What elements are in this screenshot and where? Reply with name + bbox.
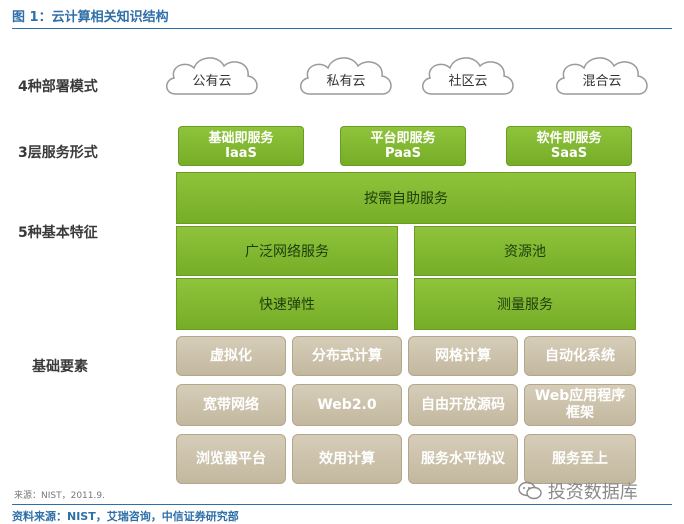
char-measured-service: 测量服务: [414, 278, 636, 330]
char-broad-network: 广泛网络服务: [176, 226, 398, 276]
cloud-hybrid: 混合云: [548, 50, 656, 106]
element-distributed-computing: 分布式计算: [292, 336, 402, 376]
char-label: 快速弹性: [259, 297, 315, 313]
service-cn-label: 软件即服务: [536, 131, 602, 146]
watermark: 投资数据库: [518, 478, 638, 504]
element-virtualization: 虚拟化: [176, 336, 286, 376]
row-label-service: 3层服务形式: [18, 145, 98, 161]
service-en-label: IaaS: [225, 146, 257, 161]
row-label-elements: 基础要素: [32, 359, 88, 375]
service-cn-label: 基础即服务: [208, 131, 274, 146]
element-open-source: 自由开放源码: [408, 384, 518, 426]
char-on-demand: 按需自助服务: [176, 172, 636, 224]
service-paas: 平台即服务 PaaS: [340, 126, 466, 166]
cloud-community: 社区云: [414, 50, 522, 106]
element-automation-system: 自动化系统: [524, 336, 636, 376]
service-en-label: SaaS: [550, 146, 588, 161]
element-utility-computing: 效用计算: [292, 434, 402, 484]
char-label: 广泛网络服务: [245, 244, 329, 260]
service-saas: 软件即服务 SaaS: [506, 126, 632, 166]
cloud-icon: [300, 57, 392, 95]
cloud-label: 社区云: [448, 74, 488, 89]
element-service-first: 服务至上: [524, 434, 636, 484]
cloud-public: 公有云: [158, 50, 266, 106]
cloud-label: 公有云: [192, 74, 232, 89]
element-broadband-network: 宽带网络: [176, 384, 286, 426]
service-iaas: 基础即服务 IaaS: [178, 126, 304, 166]
row-label-deployment: 4种部署模式: [18, 79, 98, 95]
cloud-label: 私有云: [326, 74, 366, 89]
char-resource-pool: 资源池: [414, 226, 636, 276]
source-note: 来源：NIST，2011.9.: [14, 491, 105, 501]
watermark-text: 投资数据库: [547, 482, 638, 503]
element-web20: Web2.0: [292, 384, 402, 426]
cloud-private: 私有云: [292, 50, 400, 106]
element-grid-computing: 网格计算: [408, 336, 518, 376]
footer-rule: [12, 504, 672, 505]
wechat-icon: [518, 481, 542, 500]
element-browser-platform: 浏览器平台: [176, 434, 286, 484]
char-label: 按需自助服务: [364, 191, 448, 207]
cloud-icon: [422, 57, 514, 95]
service-cn-label: 平台即服务: [370, 131, 436, 146]
cloud-icon: [166, 57, 258, 95]
element-sla: 服务水平协议: [408, 434, 518, 484]
cloud-icon: [556, 57, 648, 95]
title-rule: [12, 28, 672, 29]
element-web-app-framework: Web应用程序框架: [524, 384, 636, 426]
char-label: 测量服务: [497, 297, 553, 313]
char-rapid-elasticity: 快速弹性: [176, 278, 398, 330]
figure-title: 图 1：云计算相关知识结构: [12, 10, 169, 25]
row-label-characteristics: 5种基本特征: [18, 225, 98, 241]
service-en-label: PaaS: [384, 146, 422, 161]
source-main: 资料来源：NIST，艾瑞咨询，中信证券研究部: [12, 510, 239, 523]
cloud-label: 混合云: [582, 74, 622, 89]
char-label: 资源池: [504, 244, 546, 260]
